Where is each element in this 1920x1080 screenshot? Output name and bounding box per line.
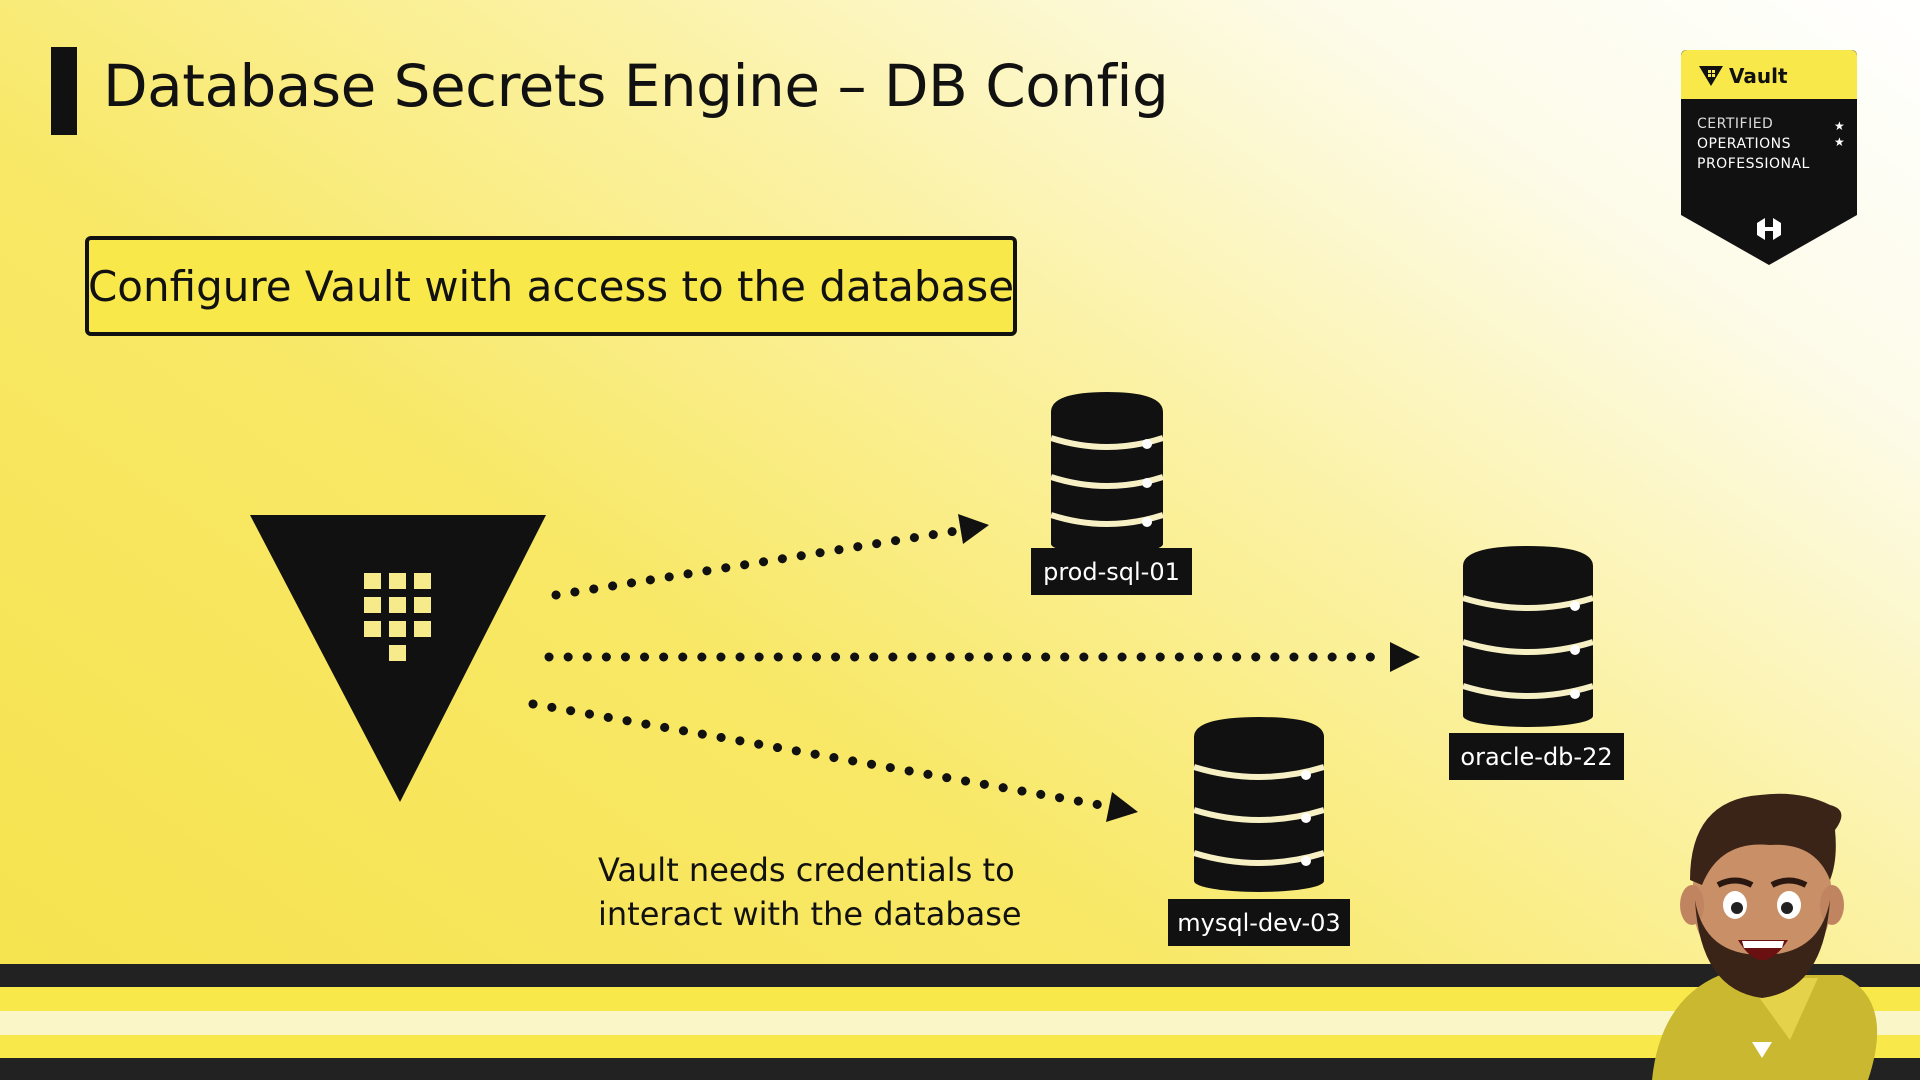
caption-line-2: interact with the database	[598, 895, 1022, 933]
badge-line-1: CERTIFIED	[1697, 116, 1774, 132]
arrow-to-oracle	[544, 642, 1420, 672]
footer-stripe-yellow-2	[0, 1035, 1920, 1058]
svg-text:★: ★	[1834, 135, 1845, 149]
callout-box: Configure Vault with access to the datab…	[85, 236, 1017, 336]
title-accent-bar	[51, 47, 77, 135]
badge-line-3: PROFESSIONAL	[1697, 156, 1810, 172]
arrow-to-mysql	[528, 699, 1138, 822]
badge-shape-icon	[1681, 50, 1857, 265]
db-label-mysql: mysql-dev-03	[1168, 899, 1350, 946]
star-icon: ★ ★	[1834, 119, 1845, 149]
arrow-to-prod	[551, 514, 989, 600]
svg-text:★: ★	[1834, 119, 1845, 133]
footer-stripe-yellow	[0, 987, 1920, 1011]
badge-vault-logo-icon	[1699, 66, 1723, 86]
badge-line-2: OPERATIONS	[1697, 136, 1792, 152]
caption-text: Vault needs credentials to interact with…	[598, 848, 1022, 936]
vault-logo-icon	[250, 515, 546, 802]
footer-stripe-dark	[0, 964, 1920, 987]
caption-line-1: Vault needs credentials to	[598, 851, 1015, 889]
slide-title: Database Secrets Engine – DB Config	[103, 52, 1169, 120]
certification-badge: Vault CERTIFIED OPERATIONS PROFESSIONAL …	[1681, 50, 1857, 265]
db-label-oracle: oracle-db-22	[1449, 733, 1624, 780]
footer-stripe-dark-2	[0, 1058, 1920, 1080]
database-icon	[1193, 717, 1325, 892]
badge-brand: Vault	[1729, 64, 1788, 88]
database-icon	[1462, 546, 1594, 727]
db-label-prod: prod-sql-01	[1031, 548, 1192, 595]
footer-stripe-cream	[0, 1011, 1920, 1035]
hashicorp-logo-icon	[1757, 218, 1781, 240]
